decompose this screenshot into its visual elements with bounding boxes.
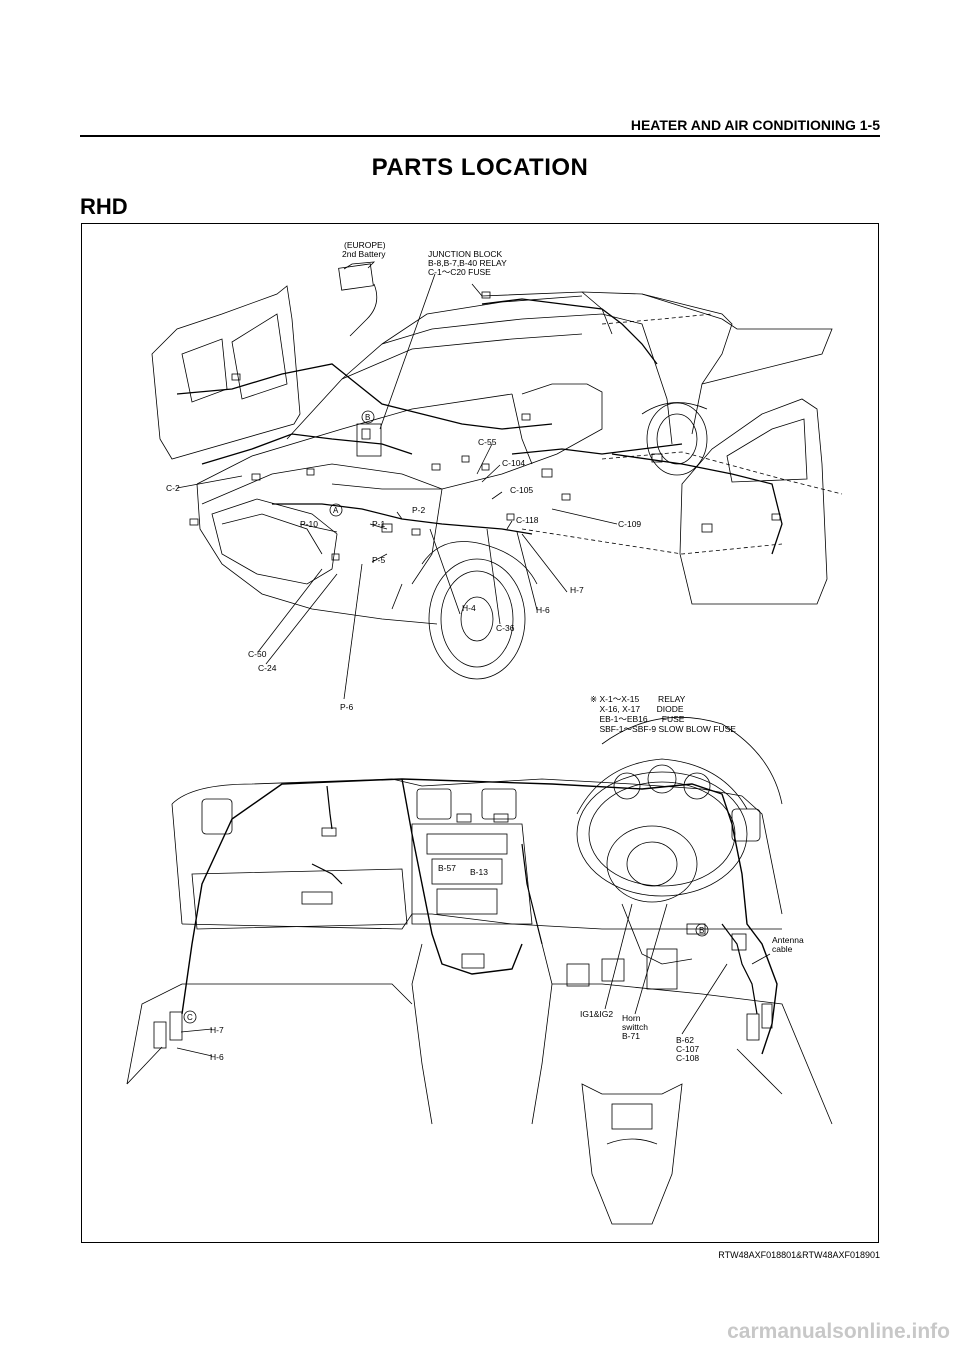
- label-c105: C-105: [510, 485, 534, 495]
- label-h6-bottom: H-6: [210, 1052, 224, 1062]
- label-c2: C-2: [166, 483, 180, 493]
- truck-illustration: [151, 261, 843, 700]
- label-h7-bottom: H-7: [210, 1025, 224, 1035]
- label-horn-switch: swittch: [622, 1022, 648, 1032]
- label-p1: P-1: [372, 519, 386, 529]
- label-b13: B-13: [470, 867, 488, 877]
- label-c104: C-104: [502, 458, 526, 468]
- label-battery: 2nd Battery: [342, 249, 386, 259]
- legend-line: EB-1～EB16 FUSE: [590, 714, 685, 724]
- wiring-diagram: [126, 261, 843, 1225]
- watermark: carmanualsonline.info: [727, 1320, 950, 1343]
- label-junction-block: JUNCTION BLOCK: [428, 249, 503, 259]
- label-horn-b71: B-71: [622, 1031, 640, 1041]
- legend-note: ※ X-1～X-15 RELAY X-16, X-17 DIODE EB-1～E…: [590, 694, 736, 734]
- label-c24: C-24: [258, 663, 277, 673]
- legend-line: X-16, X-17 DIODE: [590, 704, 684, 714]
- label-c36: C-36: [496, 623, 515, 633]
- label-p2: P-2: [412, 505, 426, 515]
- label-c107: C-107: [676, 1044, 700, 1054]
- page-subtitle: RHD: [80, 194, 128, 219]
- legend-line: ※ X-1～X-15 RELAY: [590, 694, 686, 704]
- label-h6-top: H-6: [536, 605, 550, 615]
- circle-letter-c: C: [187, 1013, 193, 1022]
- figure-reference: RTW48AXF018801&RTW48AXF018901: [718, 1250, 880, 1260]
- label-c108: C-108: [676, 1053, 700, 1063]
- circle-letter-b2: B: [699, 926, 705, 935]
- label-b62: B-62: [676, 1035, 694, 1045]
- label-junction-relay: B-8,B-7,B-40 RELAY: [428, 258, 507, 268]
- label-europe: (EUROPE): [344, 240, 386, 250]
- label-h7-top: H-7: [570, 585, 584, 595]
- label-antenna: Antenna: [772, 935, 804, 945]
- label-p10: P-10: [300, 519, 318, 529]
- label-c55: C-55: [478, 437, 497, 447]
- label-p6: P-6: [340, 702, 354, 712]
- label-p5: P-5: [372, 555, 386, 565]
- label-horn: Horn: [622, 1013, 641, 1023]
- label-c118: C-118: [516, 515, 539, 525]
- label-c50: C-50: [248, 649, 267, 659]
- label-ig: IG1&IG2: [580, 1009, 614, 1019]
- label-c109: C-109: [618, 519, 642, 529]
- legend-line: SBF-1～SBF-9 SLOW BLOW FUSE: [590, 724, 736, 734]
- dashboard-illustration: [126, 716, 833, 1225]
- circle-letter-a: A: [333, 506, 339, 515]
- circle-letter-b: B: [365, 413, 371, 422]
- label-b57: B-57: [438, 863, 456, 873]
- figure-frame: (EUROPE) 2nd Battery JUNCTION BLOCK B-8,…: [81, 223, 879, 1243]
- label-junction-fuse: C-1～C20 FUSE: [428, 267, 491, 277]
- section-header: HEATER AND AIR CONDITIONING 1-5: [80, 118, 880, 137]
- label-h4: H-4: [462, 603, 476, 613]
- page-title: PARTS LOCATION: [371, 154, 589, 181]
- label-antenna-cable: cable: [772, 944, 793, 954]
